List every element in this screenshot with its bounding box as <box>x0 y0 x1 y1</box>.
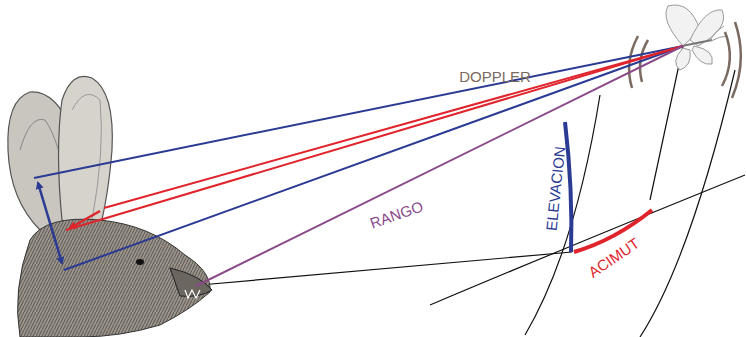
azimuth-label: ACIMUT <box>584 234 643 281</box>
elevation-arc <box>565 122 571 252</box>
elevation-label: ELEVACION <box>543 143 567 233</box>
azimuth-arrow <box>70 211 100 228</box>
echo-lines <box>34 46 683 286</box>
moth <box>666 5 728 70</box>
doppler-label: DOPPLER <box>457 69 533 84</box>
range-label: RANGO <box>367 197 428 230</box>
elevation-arrow <box>38 183 62 263</box>
